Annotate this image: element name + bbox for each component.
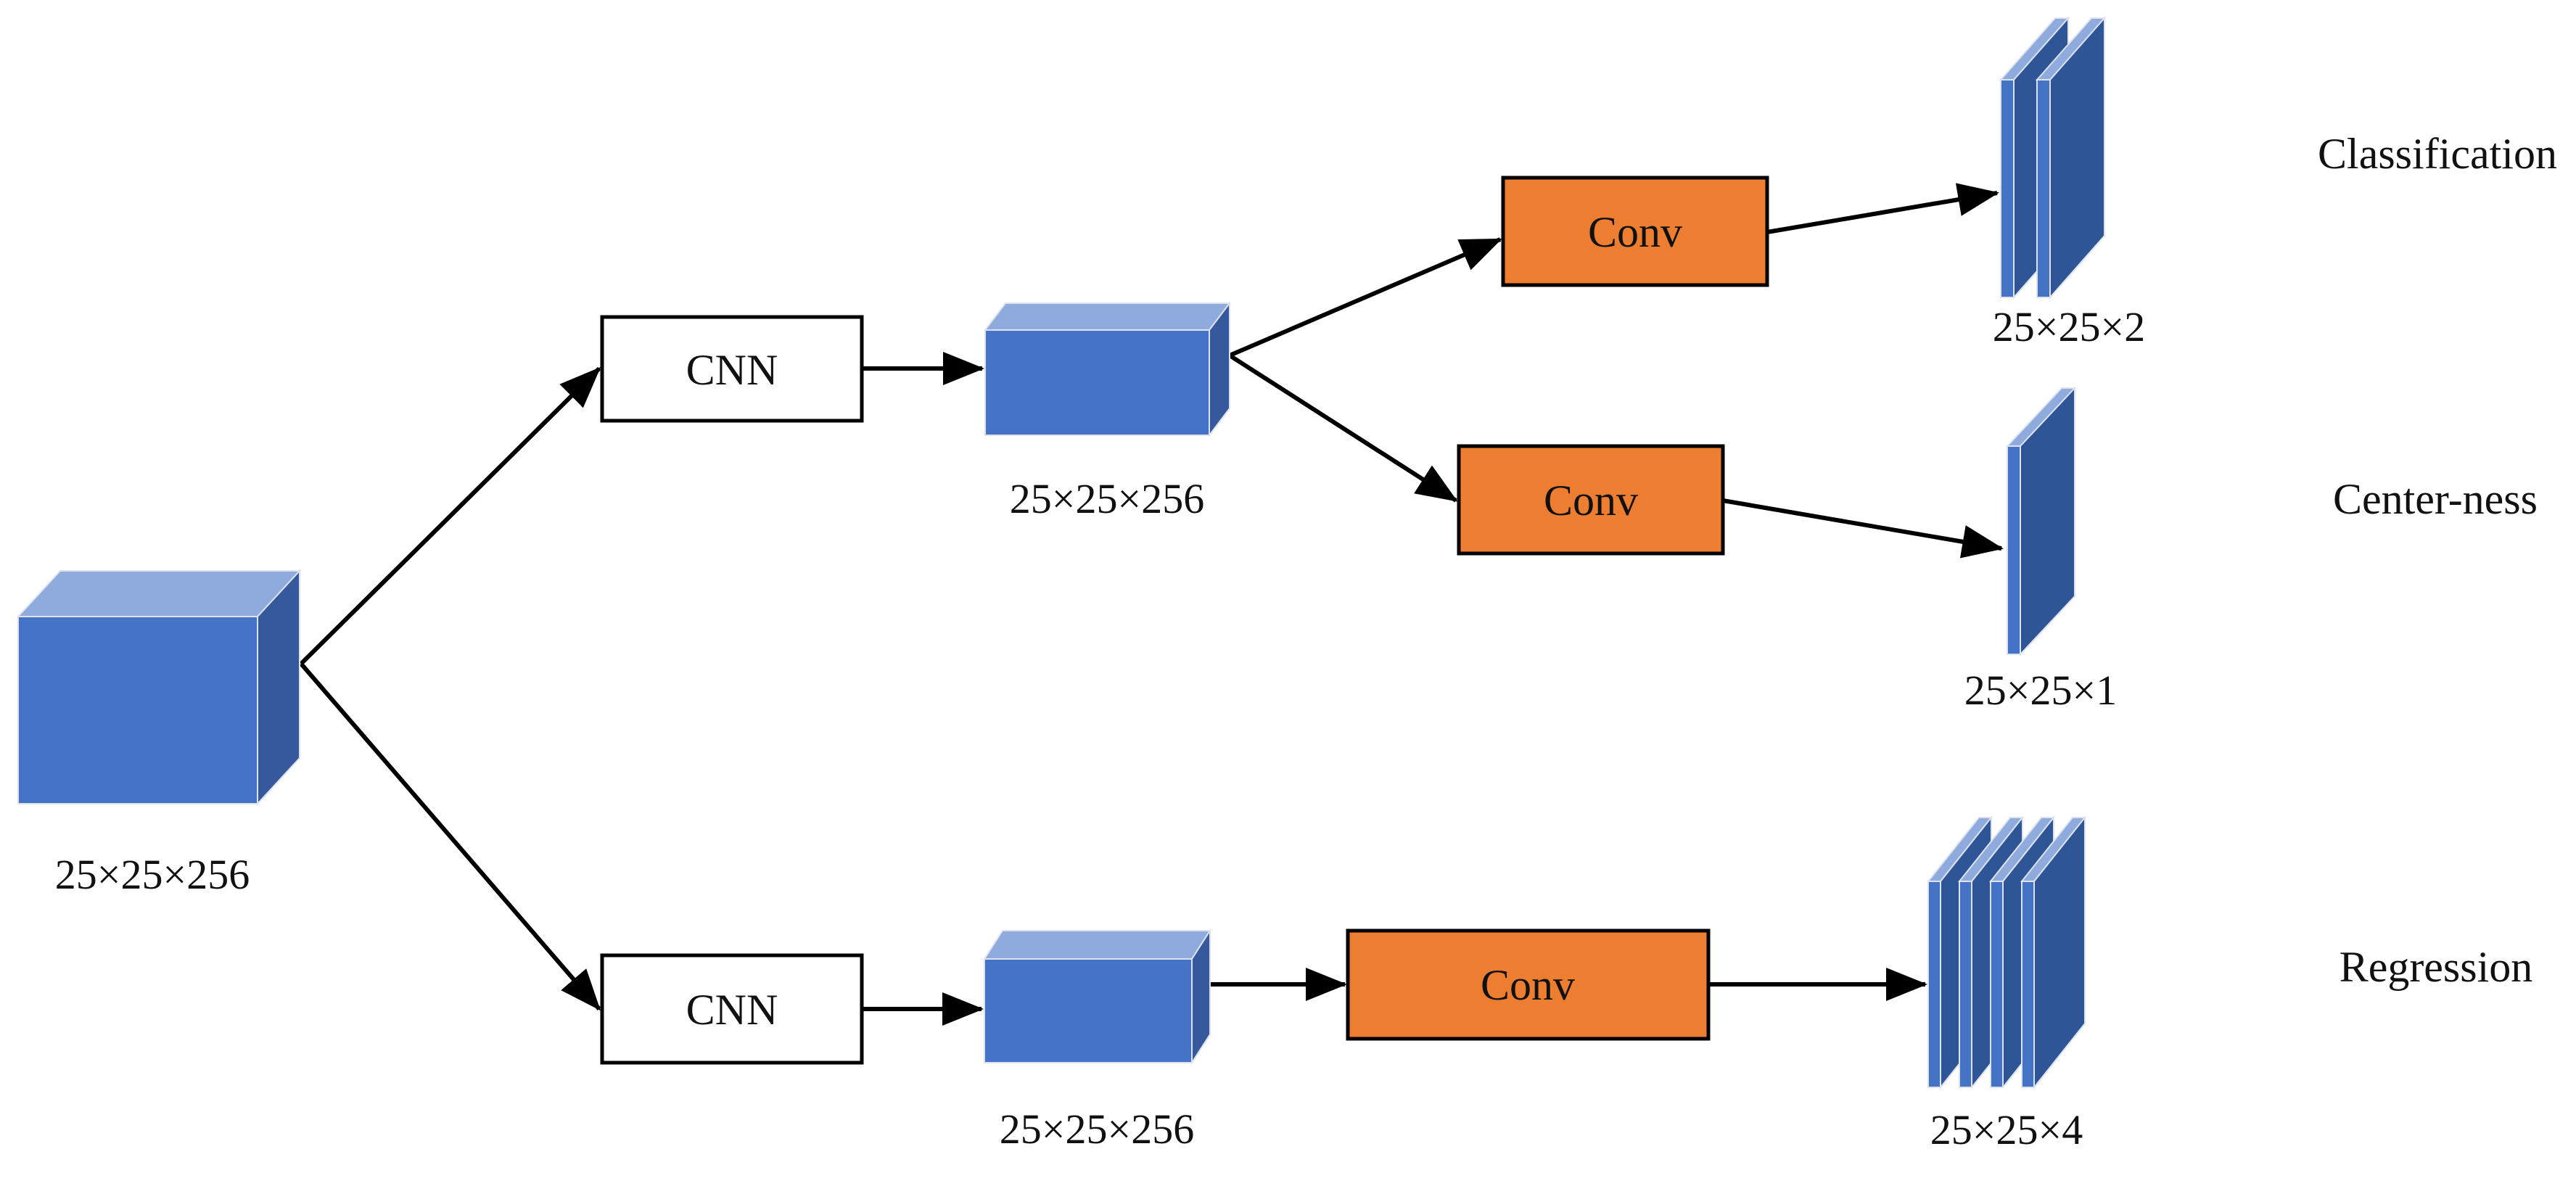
connector-arrows — [299, 183, 2004, 1026]
feature-tensor-top-cuboid — [983, 301, 1232, 437]
regression-head-label: Regression — [2340, 943, 2533, 991]
centerness-output-plate — [2005, 386, 2077, 656]
conv-regression-box — [1346, 928, 1711, 1041]
arrow-conv-to-centerness-output — [1722, 498, 2004, 559]
conv-classification-node: Conv — [1501, 176, 1769, 287]
feature-bottom-top-face — [983, 930, 1211, 960]
arrow-feature-to-conv-classification — [1228, 237, 1502, 358]
output-plate — [2035, 16, 2107, 300]
input-tensor-cuboid — [16, 569, 302, 806]
conv-classification-box — [1501, 176, 1769, 287]
output-plate — [2020, 815, 2087, 1090]
feature-tensor-bottom-cuboid — [983, 928, 1211, 1066]
conv-centerness-node: Conv — [1457, 444, 1725, 556]
feature-bottom-front-face — [984, 958, 1193, 1063]
cnn-top-label: CNN — [686, 346, 778, 394]
feature-top-dims-label: 25×25×256 — [1010, 475, 1204, 522]
plate-edge-face — [1927, 881, 1941, 1088]
cnn-top-node: CNN — [600, 315, 864, 423]
conv-regression-label: Conv — [1481, 961, 1575, 1009]
cnn-top-box — [600, 315, 864, 423]
input-tensor-front-face — [17, 616, 258, 804]
feature-top-front-face — [984, 329, 1210, 436]
plate-edge-face — [2007, 445, 2021, 655]
classification-dims-label: 25×25×2 — [1993, 303, 2145, 350]
plate-edge-face — [1959, 881, 1972, 1088]
plate-edge-face — [2021, 881, 2035, 1088]
regression-output-plates — [1926, 815, 2087, 1090]
conv-classification-label: Conv — [1588, 208, 1682, 256]
input-tensor-top-face — [16, 570, 302, 617]
arrow-input-to-cnn-bottom — [299, 662, 601, 1011]
centerness-dims-label: 25×25×1 — [1964, 667, 2117, 714]
arrow-feature-to-conv-centerness — [1228, 353, 1458, 503]
plate-edge-face — [1990, 881, 2004, 1088]
cnn-bottom-node: CNN — [600, 953, 864, 1065]
arrow-conv-to-classification-output — [1766, 183, 1999, 234]
conv-centerness-box — [1457, 444, 1725, 556]
feature-bottom-dims-label: 25×25×256 — [1000, 1105, 1194, 1153]
classification-head-label: Classification — [2318, 130, 2557, 178]
input-dims-label: 25×25×256 — [55, 851, 250, 898]
feature-top-top-face — [983, 302, 1232, 331]
conv-regression-node: Conv — [1346, 928, 1711, 1041]
conv-centerness-label: Conv — [1544, 477, 1638, 524]
regression-dims-label: 25×25×4 — [1930, 1106, 2083, 1153]
cnn-bottom-box — [600, 953, 864, 1065]
arrow-input-to-cnn-top — [299, 366, 601, 666]
centerness-head-label: Center-ness — [2333, 475, 2538, 523]
plate-edge-face — [2000, 79, 2015, 298]
classification-output-plates — [1999, 16, 2107, 300]
plate-edge-face — [2036, 79, 2051, 298]
cnn-bottom-label: CNN — [686, 986, 778, 1034]
